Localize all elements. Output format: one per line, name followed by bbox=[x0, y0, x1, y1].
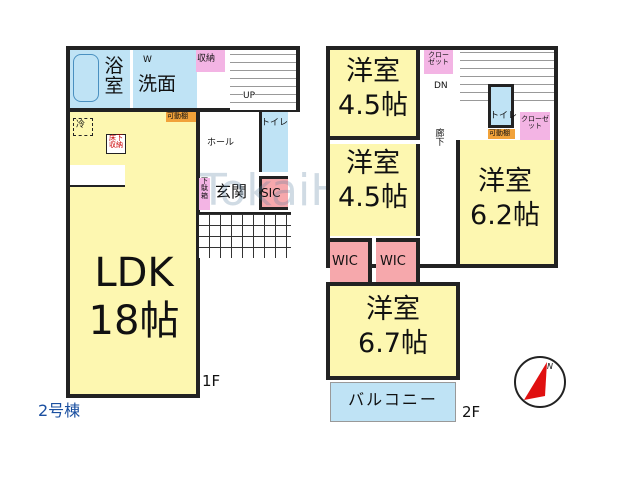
building-label: 2号棟 bbox=[38, 401, 81, 420]
wic-2 bbox=[376, 238, 420, 282]
adjustable-shelf-1f-label: 可動棚 bbox=[167, 112, 188, 120]
stairs-1f bbox=[230, 50, 296, 110]
room-a-size: 4.5帖 bbox=[338, 90, 408, 121]
balcony-label: バルコニー bbox=[348, 390, 438, 409]
closet-c bbox=[520, 112, 550, 140]
washroom-label: 洗面 bbox=[138, 73, 177, 95]
entrance-tiles bbox=[199, 212, 291, 258]
adjustable-shelf-2f-label: 可動棚 bbox=[489, 129, 510, 137]
sic-label: SIC bbox=[261, 186, 281, 200]
compass-needle bbox=[524, 362, 547, 400]
room-b bbox=[330, 144, 420, 236]
closet-a bbox=[424, 50, 453, 74]
toilet-1f bbox=[259, 112, 288, 172]
toilet-1f-label: トイレ bbox=[261, 118, 289, 128]
floor1-label: 1F bbox=[202, 372, 221, 390]
shoe-box-label: 下駄箱 bbox=[201, 177, 208, 200]
room-d-area bbox=[326, 282, 460, 380]
hall-label: ホール bbox=[207, 138, 235, 148]
compass-icon bbox=[514, 356, 566, 408]
storage bbox=[196, 50, 225, 72]
bathtub-icon bbox=[73, 54, 99, 102]
toilet-2f bbox=[488, 84, 514, 128]
balcony bbox=[330, 382, 456, 422]
corridor-label: 廊下 bbox=[435, 129, 445, 149]
washroom bbox=[133, 50, 197, 108]
fridge-box bbox=[73, 118, 93, 136]
entrance-label: 玄関 bbox=[215, 182, 248, 201]
wic-1 bbox=[330, 238, 372, 282]
toilet-2f-label: トイレ bbox=[490, 111, 518, 121]
room-c bbox=[456, 140, 554, 264]
hall bbox=[200, 112, 258, 178]
adjustable-shelf-2f bbox=[488, 129, 515, 139]
closet-c-label: クローゼット bbox=[521, 115, 549, 131]
room-d-name: 洋室 bbox=[366, 294, 420, 325]
washer-label: W bbox=[143, 55, 152, 65]
room-a-name: 洋室 bbox=[346, 56, 400, 87]
entrance bbox=[211, 178, 257, 210]
storage-label: 収納 bbox=[197, 54, 216, 64]
fridge-label: 冷 bbox=[76, 120, 86, 130]
room-b-name: 洋室 bbox=[346, 148, 400, 179]
ldk-name: LDK bbox=[94, 250, 174, 296]
compass-north-label: N bbox=[547, 362, 553, 371]
room-d-size: 6.7帖 bbox=[358, 328, 428, 359]
adjustable-shelf-1f bbox=[166, 112, 196, 122]
up-label: UP bbox=[243, 91, 256, 102]
ldk-area bbox=[66, 108, 200, 398]
wic-2-label: WIC bbox=[380, 254, 406, 269]
kitchen-counter bbox=[70, 165, 125, 187]
down-label: DN bbox=[434, 81, 448, 91]
shoe-box bbox=[199, 178, 210, 210]
wic-1-label: WIC bbox=[332, 254, 358, 269]
sic bbox=[259, 176, 288, 210]
room-c-size: 6.2帖 bbox=[470, 200, 540, 231]
closet-a-label: クローゼット bbox=[428, 51, 449, 67]
room-a bbox=[330, 50, 420, 140]
floor2-label: 2F bbox=[462, 403, 481, 421]
room-b-size: 4.5帖 bbox=[338, 182, 408, 213]
room-c-name: 洋室 bbox=[478, 166, 532, 197]
ldk-size: 18帖 bbox=[88, 298, 180, 344]
underfloor-storage-label: 床下収納 bbox=[109, 134, 123, 150]
underfloor-storage bbox=[106, 134, 126, 154]
bath-label: 浴室 bbox=[104, 55, 124, 97]
